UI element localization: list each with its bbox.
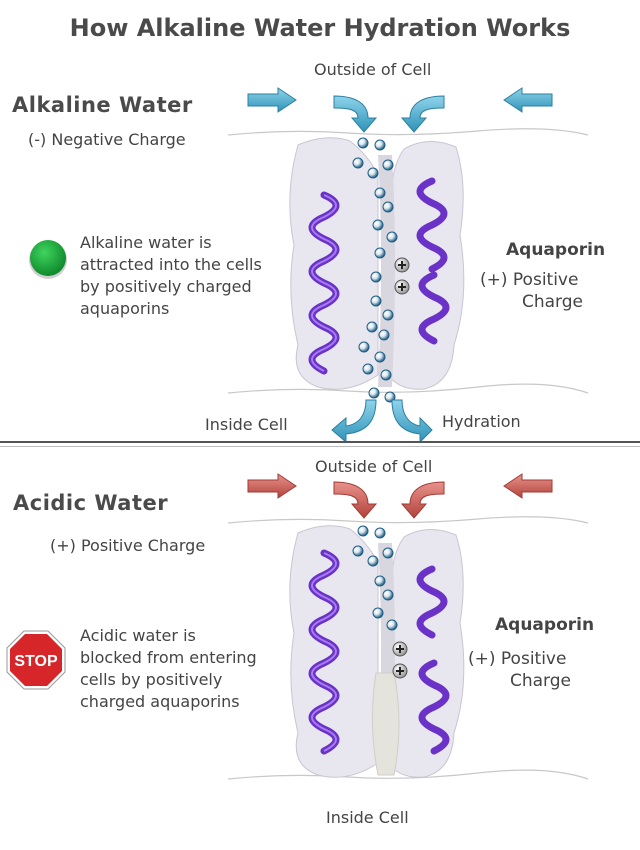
arrow-left-icon [503, 87, 553, 113]
curved-arrow-down-right-icon [391, 399, 433, 444]
acidic-description: Acidic water is blocked from entering ce… [80, 625, 320, 713]
acidic-charge-word: Charge [510, 671, 572, 691]
helix-right-top-icon [416, 565, 448, 639]
hydration-label: Hydration [442, 412, 521, 431]
acidic-charge-label: (+) Positive Charge [50, 536, 206, 555]
helix-right-bottom-icon [418, 271, 450, 345]
acidic-description-line: charged aquaporins [80, 692, 240, 711]
water-molecules [352, 525, 398, 631]
alkaline-charge-word: Charge [522, 292, 584, 312]
green-circle-icon [29, 240, 67, 279]
alkaline-description: Alkaline water is attracted into the cel… [80, 232, 320, 320]
page-title: How Alkaline Water Hydration Works [69, 14, 571, 42]
alkaline-outflow-arrows [331, 399, 433, 444]
blocked-channel-region [371, 672, 400, 776]
channel-pore [378, 155, 395, 387]
alkaline-outside-label: Outside of Cell [314, 60, 432, 79]
alkaline-description-line: aquaporins [80, 299, 170, 318]
plus-charge-icon [394, 257, 410, 295]
acidic-aquaporin-channel [227, 516, 589, 780]
acidic-inside-label: Inside Cell [326, 808, 409, 827]
alkaline-heading: Alkaline Water [12, 93, 193, 117]
water-molecules [352, 137, 398, 403]
arrow-right-icon [247, 87, 297, 113]
acidic-description-line: blocked from entering [80, 648, 257, 667]
outer-membrane-line [227, 128, 589, 136]
stop-sign-icon: STOP [6, 630, 66, 690]
curved-arrow-down-right-icon [333, 95, 378, 133]
helix-right-top-icon [416, 177, 448, 273]
alkaline-charge-label: (-) Negative Charge [28, 130, 186, 149]
curved-arrow-down-left-icon [331, 399, 377, 444]
inner-membrane-line [227, 769, 589, 780]
alkaline-aquaporin-channel [227, 128, 589, 403]
acidic-inflow-arrows [247, 473, 553, 519]
protein-left-half [289, 137, 379, 390]
curved-arrow-down-left-icon [400, 95, 445, 133]
helix-right-bottom-icon [418, 659, 450, 755]
stop-sign-text: STOP [14, 653, 58, 670]
acidic-aquaporin-label: Aquaporin [495, 615, 595, 635]
helix-left-highlight [311, 552, 337, 752]
alkaline-inside-label: Inside Cell [205, 415, 288, 434]
alkaline-positive-label: (+) Positive [480, 270, 579, 290]
alkaline-aquaporin-label: Aquaporin [506, 240, 606, 260]
helix-left-highlight [311, 194, 337, 372]
plus-charge-icon [392, 641, 408, 679]
arrow-left-icon [503, 473, 553, 499]
acidic-description-line: Acidic water is [80, 626, 196, 645]
alkaline-description-line: attracted into the cells [80, 255, 262, 274]
acidic-description-line: cells by positively [80, 670, 223, 689]
outer-membrane-line [227, 516, 589, 524]
alkaline-inflow-arrows [247, 87, 553, 133]
acidic-outside-label: Outside of Cell [315, 457, 433, 476]
alkaline-description-line: by positively charged [80, 277, 252, 296]
section-divider [0, 441, 640, 443]
alkaline-description-line: Alkaline water is [80, 233, 212, 252]
inner-membrane-line [227, 383, 589, 394]
arrow-right-icon [247, 473, 297, 499]
curved-arrow-down-right-icon [333, 481, 378, 519]
acidic-positive-label: (+) Positive [468, 649, 567, 669]
section-divider-shadow [0, 446, 640, 447]
acidic-heading: Acidic Water [13, 491, 169, 515]
curved-arrow-down-left-icon [400, 481, 445, 519]
